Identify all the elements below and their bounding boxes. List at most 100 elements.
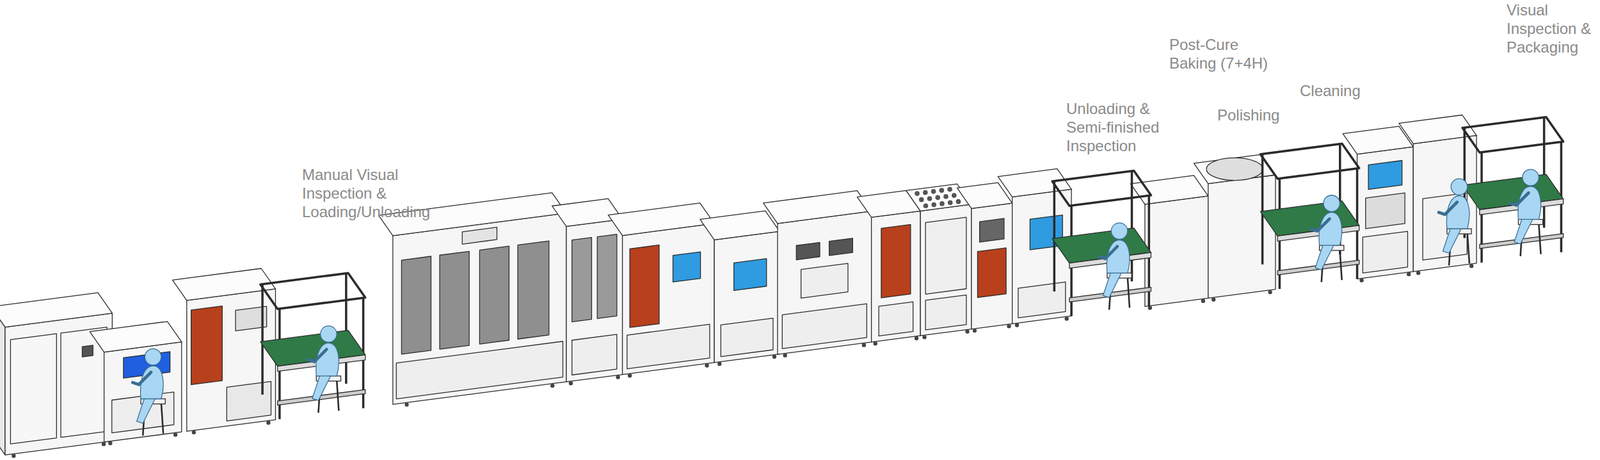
machine (0, 292, 112, 458)
stool-leg (1127, 276, 1130, 308)
machine-foot (1416, 270, 1421, 275)
operator (1510, 168, 1544, 256)
machine-front (566, 218, 623, 382)
machine-panel (1368, 160, 1403, 190)
machine-front (1144, 195, 1209, 306)
machine-top (608, 202, 715, 236)
machine-foot (1267, 289, 1272, 294)
machine-foot (1469, 263, 1474, 268)
tray-cell (947, 186, 953, 192)
machine-foot (1359, 277, 1364, 282)
machine-front (1208, 174, 1276, 298)
machine-foot (1211, 296, 1216, 301)
machine-top (89, 321, 182, 352)
bench-leg (1053, 181, 1056, 292)
tray-cell (935, 195, 941, 201)
machine-foot (1148, 305, 1152, 310)
machine-panel (401, 256, 431, 354)
machine-top (552, 198, 623, 226)
station-label: Polishing (1217, 105, 1346, 125)
machine-panel (462, 227, 497, 244)
machine-panel (479, 245, 509, 344)
machine-front (622, 223, 715, 375)
operator-body (1518, 186, 1542, 219)
machine-foot (704, 362, 709, 367)
machine-foot (550, 383, 555, 388)
operator-body (1106, 240, 1130, 273)
bench-frame (1052, 170, 1151, 206)
machine (1342, 126, 1414, 282)
machine-panel (572, 237, 592, 322)
machine-side (0, 306, 6, 455)
operator-head (1522, 168, 1540, 186)
tray-cell (923, 202, 929, 208)
machine-foot (1406, 272, 1411, 276)
machine-foot (101, 441, 106, 446)
machine-foot (11, 453, 16, 457)
operator-head (1111, 222, 1128, 240)
machine-foot (873, 341, 878, 345)
operator-body (140, 365, 164, 399)
machine-panel (782, 303, 867, 349)
machine-foot (192, 430, 196, 434)
machine-panel (1018, 281, 1066, 318)
machine-panel (878, 301, 914, 336)
machines (0, 115, 1477, 458)
machine-top (957, 182, 1013, 208)
machine (378, 192, 567, 407)
machine-front (1413, 135, 1477, 271)
bench-frame (260, 272, 366, 309)
machine (856, 190, 921, 345)
machine (608, 202, 715, 378)
machine-foot (862, 342, 866, 347)
machine (700, 210, 780, 366)
bench-frame (1462, 117, 1564, 153)
operator (1311, 195, 1344, 283)
machine-foot (615, 374, 620, 379)
tray-cell (927, 195, 933, 201)
station-label: Unloading & Semi-finished Inspection (1066, 99, 1179, 155)
polishing-bowl (1206, 157, 1263, 180)
operator-legs (1514, 216, 1533, 244)
benches (260, 117, 1564, 420)
machine-panel (396, 341, 563, 399)
machine-panel (82, 344, 94, 357)
stool-leg (1467, 232, 1470, 264)
operator-arm (1438, 202, 1458, 215)
bench-frame (1260, 143, 1359, 179)
bench-leg (1261, 153, 1264, 264)
machine-foot (1015, 322, 1019, 327)
station-label: Visual Inspection & Packaging (1506, 0, 1600, 57)
machine-front (777, 211, 872, 354)
machine-panel (925, 216, 967, 294)
tray-cell (931, 202, 937, 208)
machine-foot (568, 380, 573, 385)
machine-panel (977, 247, 1007, 298)
operator-arm (308, 348, 328, 361)
machine-panel (191, 305, 223, 385)
machine-front (1012, 188, 1072, 324)
tray-cell (931, 188, 937, 194)
machine-top (700, 210, 780, 240)
tray-cell (947, 199, 953, 205)
machine-foot (782, 352, 787, 357)
tray-cell (914, 190, 920, 196)
operator-arm (1510, 192, 1529, 205)
machine-foot (914, 336, 919, 340)
machine (1399, 115, 1477, 276)
machine-foot (717, 361, 722, 366)
bench-edge (1277, 225, 1360, 242)
machine-foot (1064, 316, 1069, 320)
machine-foot (108, 440, 112, 445)
machine-foot (627, 373, 632, 377)
operator-body (1446, 195, 1470, 229)
bench-leg (261, 284, 264, 395)
operator-legs (1315, 243, 1334, 270)
bench-leg (344, 273, 348, 384)
machine-panel (672, 251, 701, 282)
tray-cell (919, 197, 925, 203)
machine (957, 182, 1013, 333)
station-label: Post-Cure Baking (7+4H) (1169, 35, 1280, 73)
machine-panel (829, 238, 854, 256)
machine-panel (629, 244, 660, 328)
